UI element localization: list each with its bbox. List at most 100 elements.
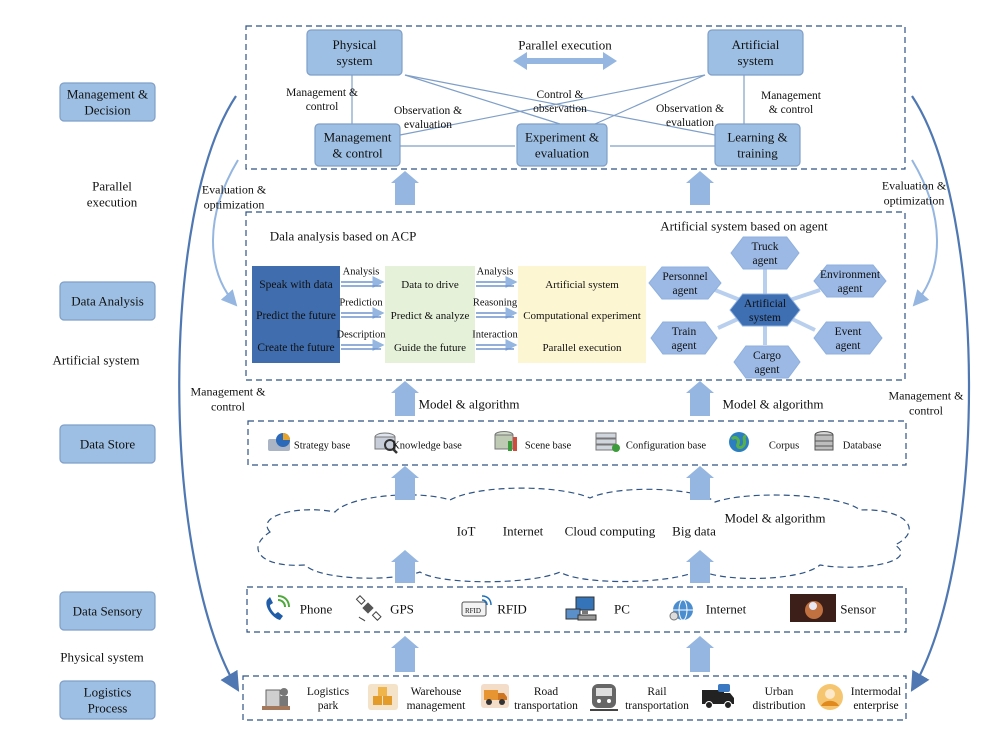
agent-artificial-system — [729, 293, 801, 327]
artificial-system-box — [707, 29, 804, 76]
agent-environment — [813, 264, 887, 298]
sensory-item-3: PC — [614, 602, 630, 617]
acp-col3-item-1: Computational experiment — [523, 310, 641, 322]
strategy-base-icon — [268, 433, 290, 451]
left-arc-outer — [178, 95, 240, 692]
acp-arrow2-label-2: Interaction — [472, 330, 518, 341]
acp-col2-item-1: Predict & analyze — [391, 310, 470, 322]
sensory-item-0: Phone — [300, 602, 333, 617]
cloud-item-0: IoT — [457, 524, 476, 539]
pc-icon — [565, 596, 597, 621]
label-obs-left: Observation &evaluation — [394, 105, 462, 131]
arrow-store-to-analysis-right — [686, 381, 714, 416]
agent-train — [650, 321, 718, 355]
acp-col1-item-1: Predict the future — [256, 310, 336, 322]
configuration-base-icon — [595, 432, 620, 452]
road-truck-icon — [481, 684, 509, 708]
management-control-box-label: Management& control — [324, 129, 392, 160]
layer-data-sensory-label: Data Sensory — [73, 604, 143, 619]
label-obs-right: Observation &evaluation — [656, 103, 724, 129]
knowledge-base-icon — [374, 432, 398, 454]
sensory-frame — [246, 586, 907, 633]
agent-event — [813, 321, 883, 355]
learning-training-box — [714, 123, 801, 167]
acp-col3-item-2: Parallel execution — [542, 342, 622, 354]
sensory-item-2: RFID — [497, 602, 527, 617]
database-icon — [814, 431, 834, 451]
parallel-double-arrow — [513, 52, 617, 70]
side-eval-right: Evaluation &optimization — [882, 179, 947, 208]
phone-icon — [266, 595, 290, 620]
store-item-3: Configuration base — [626, 441, 707, 452]
store-item-5: Database — [843, 441, 882, 452]
right-arc-inner — [911, 159, 938, 307]
acp-arrow1-label-2: Description — [337, 330, 387, 341]
layer-management-decision — [59, 82, 156, 122]
arrow-sensory-to-cloud-right — [686, 550, 714, 583]
acp-arrow2-label-1: Reasoning — [473, 298, 518, 309]
layer-data-analysis-label: Data Analysis — [71, 294, 144, 309]
layer-data-analysis — [59, 281, 156, 321]
enterprise-person-icon — [817, 684, 843, 710]
arrow-store-to-analysis-left — [391, 381, 419, 416]
sensory-item-5: Sensor — [840, 602, 876, 617]
layer-data-sensory — [59, 591, 156, 631]
physical-system-box — [306, 29, 403, 76]
model-algorithm-label-right: Model & algorithm — [722, 397, 823, 412]
acp-column-3 — [518, 266, 646, 363]
store-item-2: Scene base — [525, 441, 572, 452]
agent-personnel — [648, 266, 722, 300]
sensor-icon — [790, 594, 836, 622]
agent-title: Artificial system based on agent — [660, 219, 828, 234]
acp-col2-item-2: Guide the future — [394, 342, 466, 354]
arrow-sensory-to-cloud-left — [391, 550, 419, 583]
agent-spokes — [714, 266, 821, 345]
acp-col1-item-0: Speak with data — [259, 279, 332, 291]
cloud-outline — [257, 487, 910, 583]
arrow-logistics-to-sensory-left — [391, 636, 419, 672]
sensory-item-4: Internet — [706, 602, 747, 617]
internet-icon — [669, 599, 693, 621]
label-mc-right: Management& control — [761, 90, 822, 116]
urban-van-icon — [702, 684, 734, 709]
acp-col1-item-2: Create the future — [257, 342, 334, 354]
logistics-frame — [242, 675, 907, 721]
arrow-analysis-to-management-left — [391, 171, 419, 205]
model-algorithm-label-cloud: Model & algorithm — [724, 511, 825, 526]
store-item-0: Strategy base — [294, 441, 351, 452]
acp-arrow1-label-1: Prediction — [339, 298, 383, 309]
side-eval-left: Evaluation &optimization — [202, 183, 267, 212]
arrow-analysis-to-management-right — [686, 171, 714, 205]
scene-base-icon — [494, 431, 517, 451]
side-mgmt-right: Management &control — [889, 389, 965, 418]
arrow-cloud-to-store-right — [686, 466, 714, 500]
learning-training-box-label: Learning &training — [727, 129, 787, 160]
side-mgmt-left: Management &control — [191, 385, 267, 414]
logistics-park-icon — [262, 688, 290, 710]
model-algorithm-label-left: Model & algorithm — [418, 397, 519, 412]
label-control-observation: Control &observation — [533, 89, 587, 115]
layer-management-decision-label: Management &Decision — [67, 86, 148, 117]
left-arc-inner — [212, 159, 239, 307]
acp-col3-item-0: Artificial system — [545, 279, 619, 291]
label-mc-left: Management &control — [286, 87, 358, 113]
layer-data-store — [59, 424, 156, 464]
acp-title: Dala analysis based on ACP — [270, 229, 417, 244]
layer-data-store-label: Data Store — [80, 437, 135, 452]
